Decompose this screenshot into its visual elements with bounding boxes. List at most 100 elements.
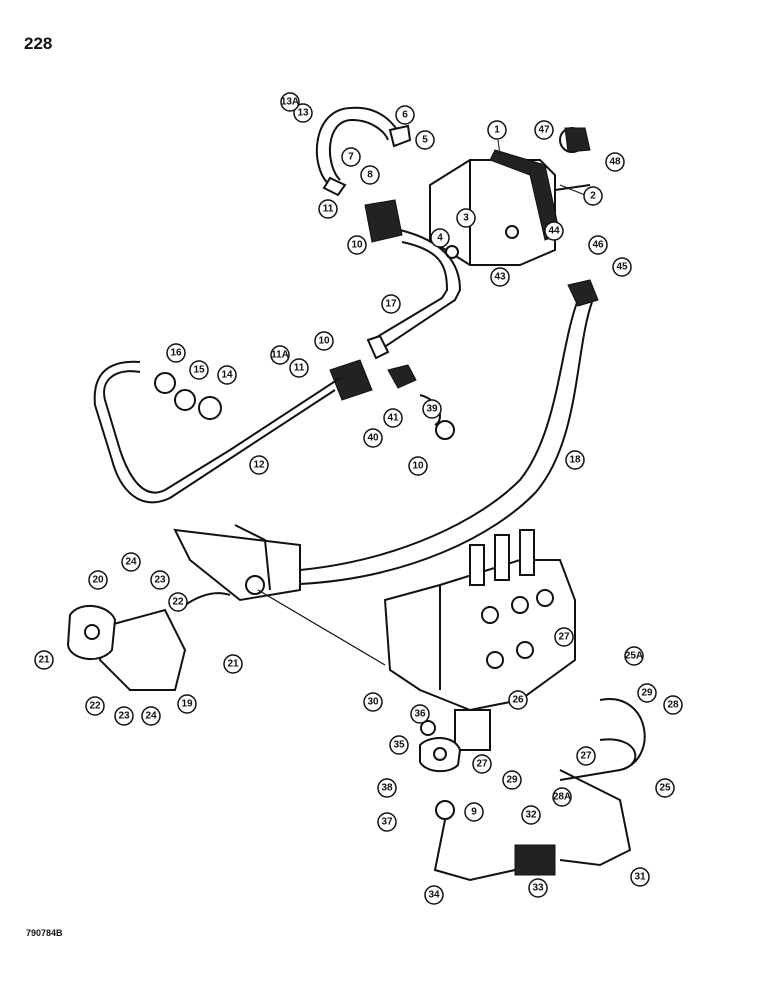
svg-text:30: 30: [367, 697, 379, 708]
callout-8: 8: [360, 165, 380, 185]
callout-16: 16: [166, 343, 186, 363]
svg-text:29: 29: [506, 775, 518, 786]
svg-text:23: 23: [154, 575, 166, 586]
callout-43: 43: [490, 267, 510, 287]
callout-38: 38: [377, 778, 397, 798]
callout-36: 36: [410, 704, 430, 724]
callout-11b: 11: [289, 358, 309, 378]
svg-text:45: 45: [616, 262, 628, 273]
callout-28: 28: [663, 695, 683, 715]
frame-bracket: [173, 528, 301, 602]
callout-29b: 29: [502, 770, 522, 790]
callout-10b: 10: [314, 331, 334, 351]
callout-29a: 29: [637, 683, 657, 703]
callout-30: 30: [363, 692, 383, 712]
callout-23b: 23: [114, 706, 134, 726]
svg-text:23: 23: [118, 711, 130, 722]
callouts: 1 2 3 4 5 6 7 8 9 10 10 10 11 11 11A 12 …: [34, 92, 683, 905]
svg-text:29: 29: [641, 688, 653, 699]
callout-15: 15: [189, 360, 209, 380]
svg-text:27: 27: [476, 759, 488, 770]
svg-text:28A: 28A: [553, 792, 571, 803]
callout-2: 2: [559, 184, 603, 206]
coupling-10-upper: [364, 199, 403, 243]
svg-text:22: 22: [89, 701, 101, 712]
svg-text:33: 33: [532, 883, 544, 894]
pump-assembly: [429, 127, 591, 266]
callout-27a: 27: [554, 627, 574, 647]
svg-text:4: 4: [437, 233, 443, 244]
svg-text:16: 16: [170, 348, 182, 359]
callout-24b: 24: [141, 706, 161, 726]
callout-18: 18: [565, 450, 585, 470]
coupling-10-lower: [329, 359, 373, 401]
callout-21b: 21: [223, 654, 243, 674]
svg-text:24: 24: [145, 711, 157, 722]
callout-31: 31: [630, 867, 650, 887]
callout-14: 14: [217, 365, 237, 385]
callout-5: 5: [415, 130, 435, 150]
svg-text:8: 8: [367, 170, 373, 181]
svg-text:40: 40: [367, 433, 379, 444]
svg-text:1: 1: [494, 125, 500, 136]
callout-32: 32: [521, 805, 541, 825]
callout-10a: 10: [347, 235, 367, 255]
svg-text:13A: 13A: [281, 97, 299, 108]
tube-12: [93, 360, 341, 504]
callout-6: 6: [395, 105, 415, 125]
svg-text:10: 10: [318, 336, 330, 347]
callout-10c: 10: [408, 456, 428, 476]
callout-21a: 21: [34, 650, 54, 670]
tube-25: [559, 698, 646, 781]
svg-text:44: 44: [548, 226, 560, 237]
svg-text:3: 3: [463, 213, 469, 224]
callout-9: 9: [464, 802, 484, 822]
callout-22a: 22: [168, 592, 188, 612]
callout-25: 25: [655, 778, 675, 798]
svg-text:24: 24: [125, 557, 137, 568]
callout-17: 17: [381, 294, 401, 314]
callout-27b: 27: [472, 754, 492, 774]
svg-text:14: 14: [221, 370, 233, 381]
svg-text:38: 38: [381, 783, 393, 794]
callout-12: 12: [249, 455, 269, 475]
svg-text:21: 21: [227, 659, 239, 670]
hose-18: [299, 294, 593, 585]
svg-text:31: 31: [634, 872, 646, 883]
callout-25A: 25A: [624, 646, 644, 666]
callout-19: 19: [177, 694, 197, 714]
figure-code: 790784B: [26, 928, 63, 938]
svg-text:47: 47: [538, 125, 550, 136]
callout-44: 44: [544, 221, 564, 241]
svg-text:37: 37: [381, 817, 393, 828]
svg-text:25: 25: [659, 783, 671, 794]
callout-20: 20: [88, 570, 108, 590]
svg-text:2: 2: [590, 191, 596, 202]
callout-35: 35: [389, 735, 409, 755]
callout-33: 33: [528, 878, 548, 898]
svg-text:18: 18: [569, 455, 581, 466]
callout-1: 1: [487, 120, 507, 156]
callout-45: 45: [612, 257, 632, 277]
callout-40: 40: [363, 428, 383, 448]
svg-text:11: 11: [323, 204, 334, 215]
svg-text:43: 43: [494, 272, 506, 283]
svg-text:20: 20: [92, 575, 104, 586]
callout-11A: 11A: [270, 345, 290, 365]
callout-48: 48: [605, 152, 625, 172]
svg-text:21: 21: [38, 655, 50, 666]
tube-34: [433, 819, 516, 882]
svg-text:26: 26: [512, 695, 524, 706]
svg-text:17: 17: [385, 299, 397, 310]
callout-28A: 28A: [552, 787, 572, 807]
svg-text:34: 34: [428, 890, 440, 901]
callout-11a: 11: [318, 199, 338, 219]
callout-4: 4: [430, 228, 450, 248]
svg-text:10: 10: [412, 461, 424, 472]
svg-text:25A: 25A: [625, 651, 643, 662]
callout-27c: 27: [576, 746, 596, 766]
callout-46: 46: [588, 235, 608, 255]
tube-31: [559, 769, 632, 867]
callout-13: 13: [293, 103, 313, 123]
callout-3: 3: [456, 208, 476, 228]
